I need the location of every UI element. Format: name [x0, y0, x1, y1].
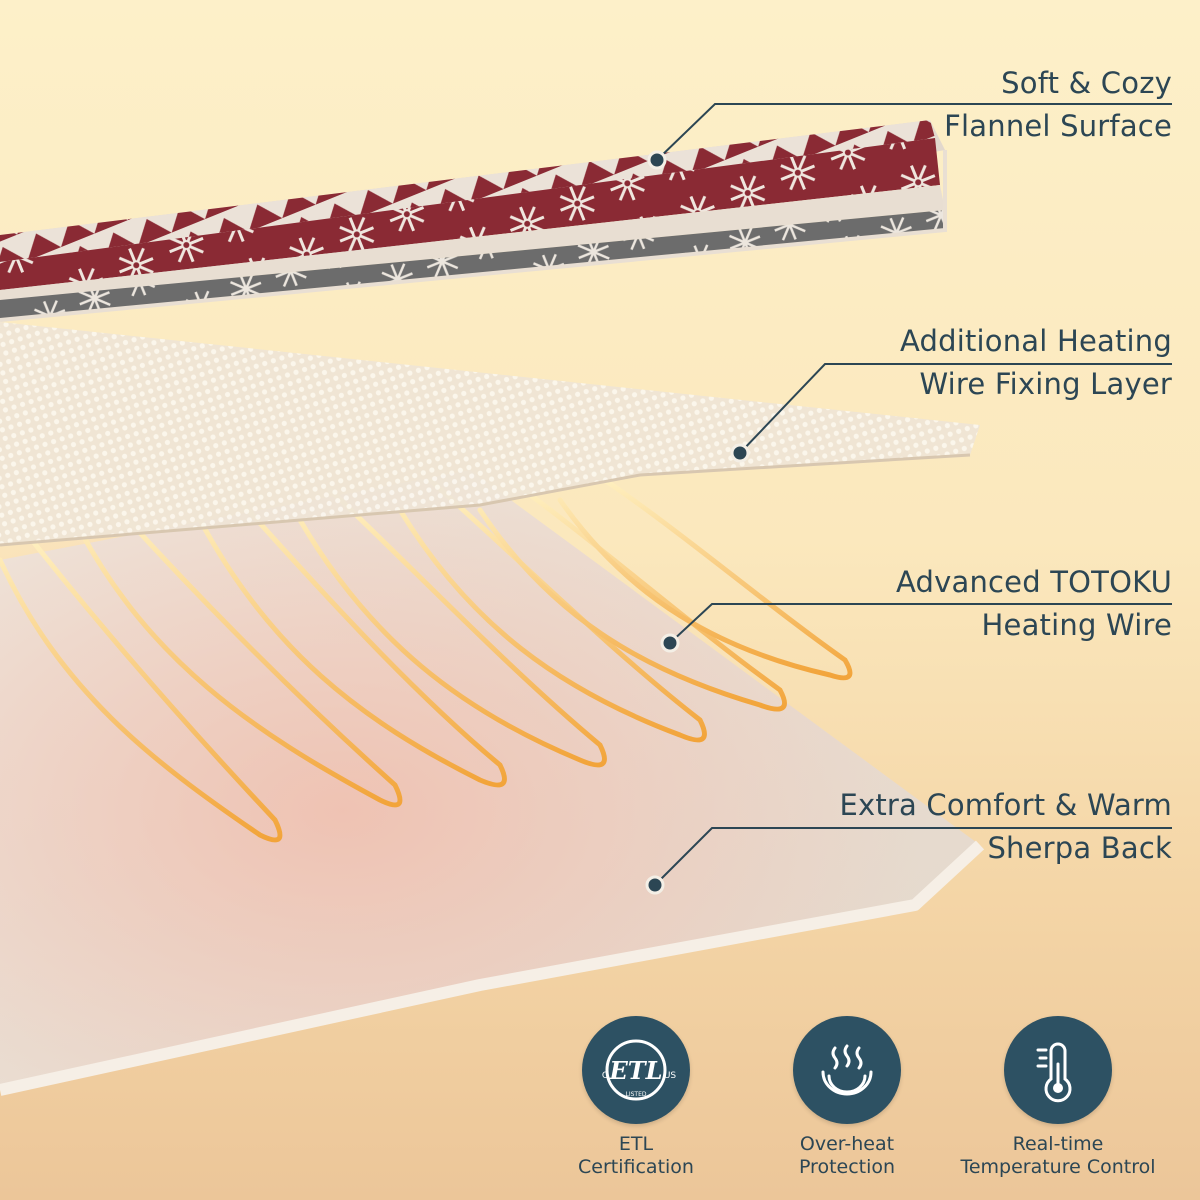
etl-logo-us: US	[664, 1071, 677, 1081]
caption-etl: ETL Certification	[516, 1133, 756, 1179]
etl-listed-icon: ETL C US LISTED	[602, 1039, 677, 1101]
sherpa-back-layer	[0, 470, 985, 1096]
etl-logo-listed: LISTED	[626, 1091, 647, 1098]
label-line: Additional Heating	[899, 324, 1172, 358]
temperature-badge	[1004, 1016, 1112, 1124]
caption-line: Temperature Control	[960, 1156, 1156, 1178]
fixing-mesh-layer	[0, 322, 980, 547]
callout-dots	[645, 150, 750, 895]
etl-logo-text: ETL	[608, 1056, 662, 1085]
flannel-surface-layer	[0, 120, 947, 322]
thermometer-icon	[1036, 1042, 1072, 1103]
callout-lines	[654, 103, 1172, 886]
caption-line: Over-heat	[799, 1133, 895, 1155]
heating-wire-layer	[0, 467, 853, 843]
caption-temperature: Real-time Temperature Control	[938, 1133, 1178, 1179]
label-line: Flannel Surface	[944, 109, 1172, 143]
label-heating-wire: Advanced TOTOKU Heating Wire	[896, 561, 1172, 647]
label-line: Extra Comfort & Warm	[839, 788, 1172, 822]
caption-line: ETL	[618, 1133, 654, 1155]
label-line: Advanced TOTOKU	[895, 565, 1172, 599]
caption-line: Protection	[798, 1156, 896, 1178]
label-line: Heating Wire	[981, 608, 1172, 642]
overheat-badge	[793, 1016, 901, 1124]
label-sherpa-back: Extra Comfort & Warm Sherpa Back	[839, 784, 1172, 870]
label-line: Wire Fixing Layer	[919, 367, 1172, 401]
label-flannel-surface: Soft & Cozy Flannel Surface	[944, 62, 1172, 148]
label-fixing-layer: Additional Heating Wire Fixing Layer	[900, 320, 1172, 406]
etl-badge: ETL C US LISTED	[582, 1016, 690, 1124]
caption-line: Real-time	[1012, 1133, 1104, 1155]
caption-overheat: Over-heat Protection	[727, 1133, 967, 1179]
label-line: Soft & Cozy	[1001, 66, 1172, 100]
heat-waves-icon	[821, 1044, 873, 1096]
label-line: Sherpa Back	[987, 831, 1172, 865]
etl-logo-c: C	[602, 1071, 608, 1081]
caption-line: Certification	[578, 1156, 694, 1178]
